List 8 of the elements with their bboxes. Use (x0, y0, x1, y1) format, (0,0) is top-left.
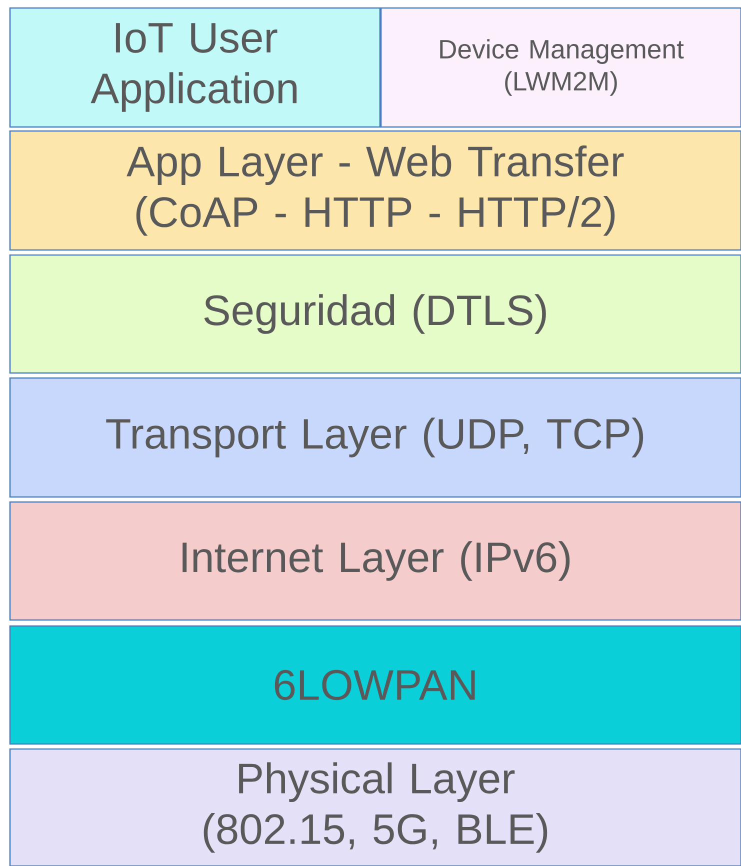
layer-box: 6LOWPAN (9, 625, 741, 745)
layer-box: App Layer - Web Transfer (CoAP - HTTP - HTTP/2) (9, 130, 741, 251)
layer-box: Internet Layer (IPv6) (9, 501, 741, 621)
layer-box: IoT User Application (9, 7, 381, 128)
layer-box: Seguridad (DTLS) (9, 254, 741, 374)
layer-box: Physical Layer (802.15, 5G, BLE) (9, 748, 741, 866)
layer-box: Transport Layer (UDP, TCP) (9, 377, 741, 498)
layer-box: Device Management (LWM2M) (380, 7, 741, 128)
